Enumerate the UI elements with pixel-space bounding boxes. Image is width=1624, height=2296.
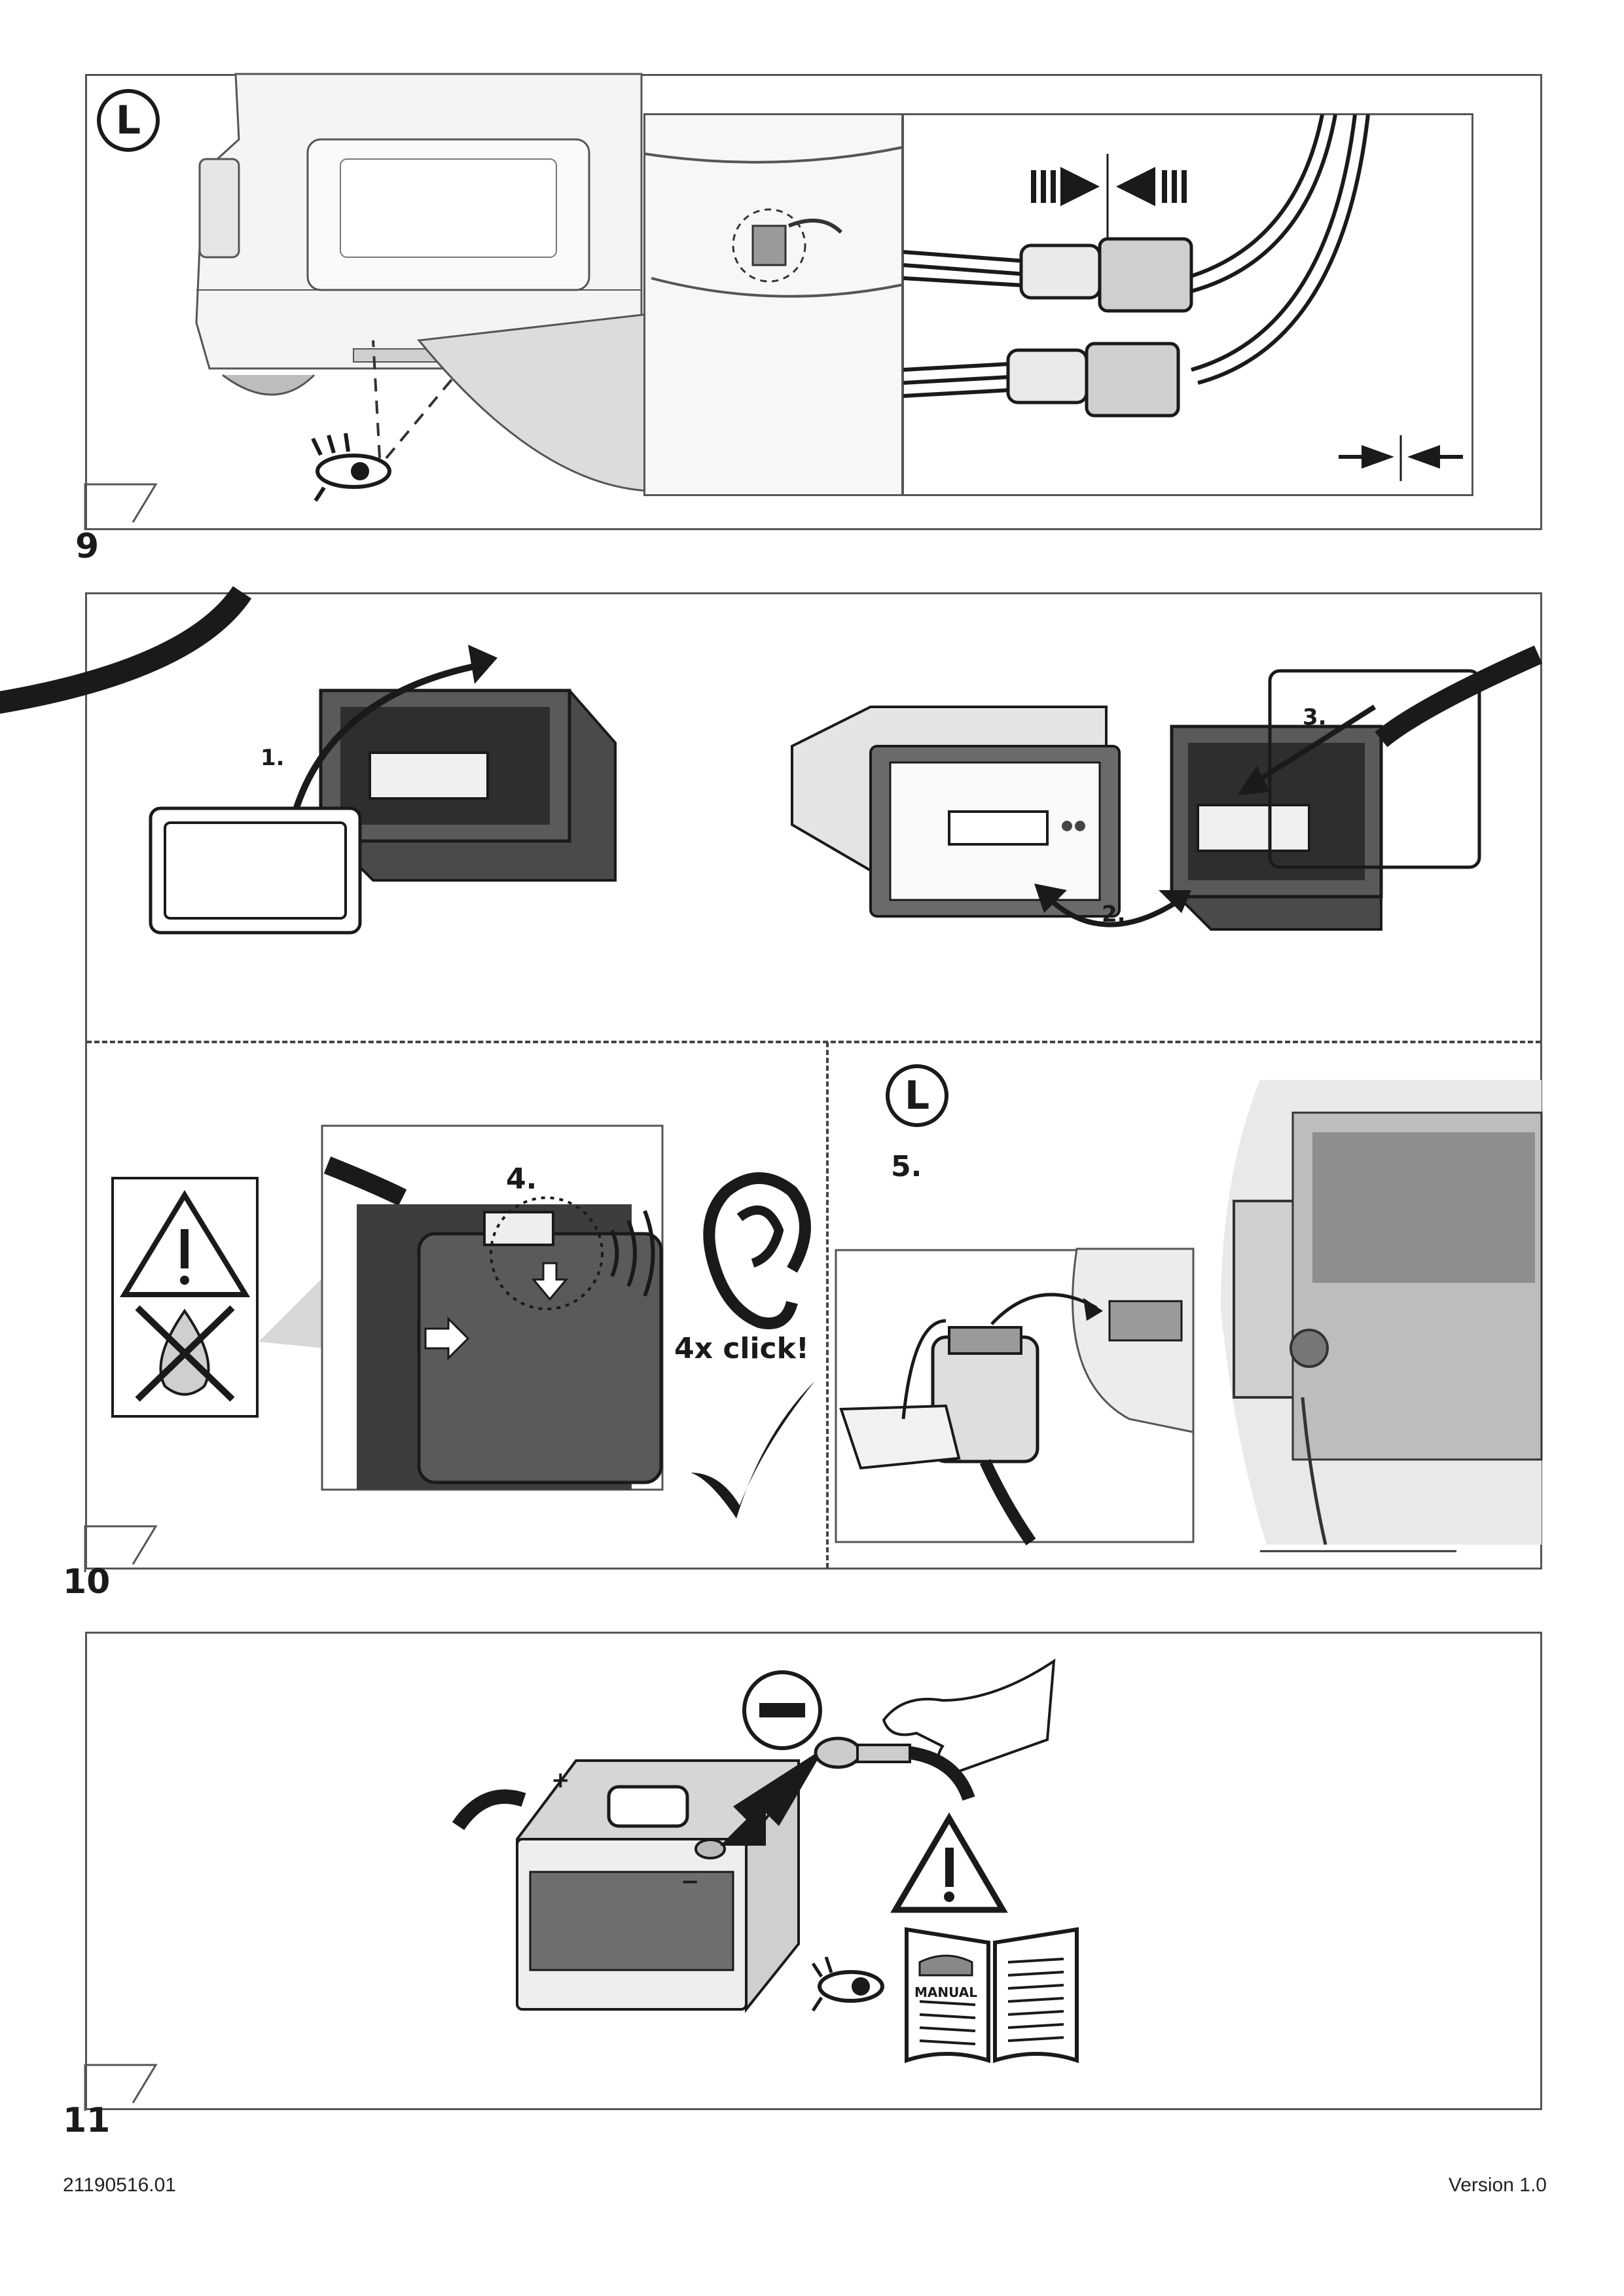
car-rear-illustration (195, 73, 643, 396)
step-11-number: 11 (63, 2101, 111, 2140)
step-10-corner-tab (84, 1525, 158, 1572)
step-10-number: 10 (63, 1562, 111, 1602)
step-11-panel (85, 1632, 1542, 2110)
step-10-divider-horizontal (86, 1041, 1541, 1043)
checkmark-icon (691, 1381, 815, 1518)
zoom-wedge (417, 313, 649, 492)
module-and-housing (791, 645, 1543, 931)
adhesive-mount-detail (835, 1247, 1195, 1546)
view-eye-icon (311, 340, 453, 502)
ear-icon (703, 1172, 811, 1329)
sub-step-2-label: 2. (1102, 901, 1126, 927)
document-number: 21190516.01 (63, 2174, 176, 2196)
under-bumper-drawing (644, 146, 903, 298)
sub-step-3-label: 3. (1303, 704, 1327, 730)
step-9-number: 9 (75, 527, 99, 566)
version-label: Version 1.0 (1448, 2174, 1547, 2196)
battery-plus-label: + (551, 1767, 570, 1793)
minus-terminal-icon (742, 1670, 822, 1750)
step-10-l-badge: L (886, 1064, 948, 1127)
read-eye-icon (811, 1956, 884, 2012)
click-count-text: 4x click! (674, 1332, 809, 1365)
step-9-l-badge: L (97, 89, 160, 152)
sub-step-1-label: 1. (261, 745, 285, 771)
battery-illustration (452, 1748, 825, 2013)
hand-disconnect-illustration (814, 1659, 1056, 1801)
step-11-corner-tab (84, 2064, 158, 2111)
step-10-divider-vertical (826, 1042, 829, 1568)
connector-drawing (903, 114, 1463, 481)
no-grease-warning (111, 1177, 259, 1418)
manual-book-icon (905, 1927, 1079, 2064)
sub-step-5-label: 5. (891, 1150, 922, 1183)
latch-detail (259, 1124, 664, 1491)
rear-panel-mount-location (1195, 1080, 1543, 1552)
under-bumper-detail (643, 113, 903, 496)
manual-label: MANUAL (914, 1984, 977, 2000)
battery-minus-label: − (681, 1869, 700, 1895)
socket-housing-1 (0, 586, 617, 935)
sub-step-4-label: 4. (506, 1162, 537, 1196)
step-9-corner-tab (84, 483, 158, 530)
warning-triangle-icon (890, 1812, 1008, 1913)
